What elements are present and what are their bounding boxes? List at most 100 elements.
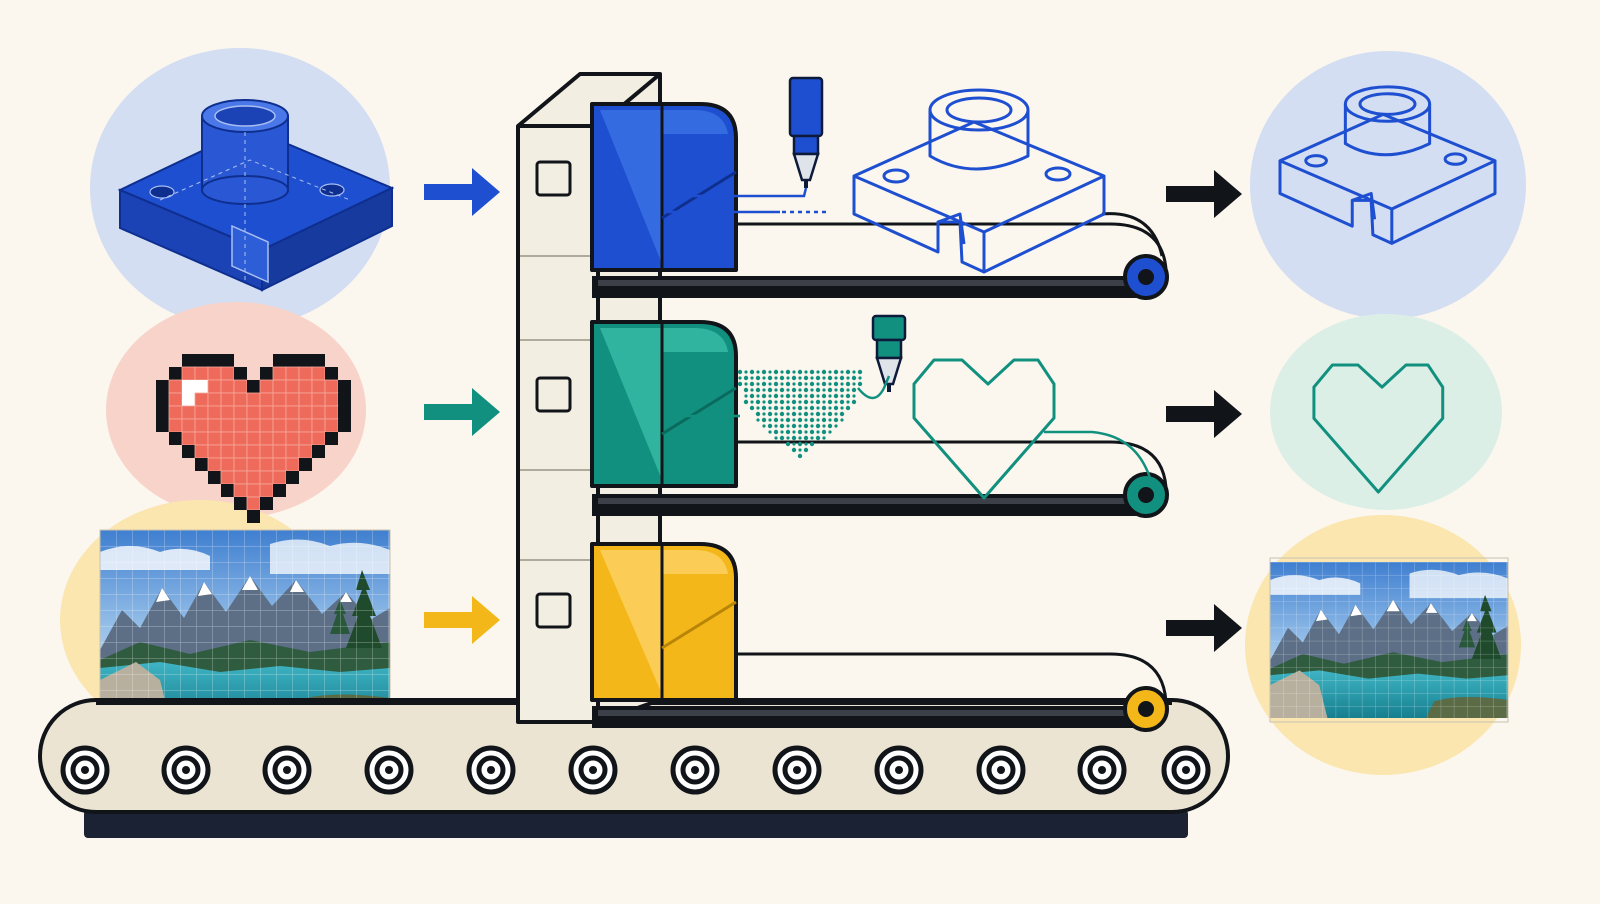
tower-window [535,592,572,629]
halftone-dot [809,405,815,411]
processing-head [590,320,738,488]
halftone-dot [797,453,803,459]
halftone-dot [816,406,820,410]
conveyor-roller-icon [161,745,211,795]
halftone-dot [851,375,857,381]
halftone-dot [809,429,815,435]
halftone-dot [737,369,743,375]
halftone-dot [779,387,785,393]
halftone-dot [827,387,833,393]
halftone-dot [755,411,761,417]
heart-pixel [246,457,261,472]
outline-heart-path [1312,363,1445,494]
lane-rail-highlight [598,710,1134,716]
heart-pixel [246,431,261,446]
halftone-dot [785,441,791,447]
conveyor-roller-icon [976,745,1026,795]
halftone-dot [845,381,851,387]
halftone-dot [756,382,760,386]
heart-pixel [338,419,351,432]
heart-pixel [338,406,351,419]
halftone-dot [785,405,791,411]
halftone-dot [792,370,796,374]
halftone-dot [791,411,797,417]
heart-pixel [272,444,287,459]
halftone-dot [816,370,820,374]
halftone-dot [827,399,833,405]
halftone-dot [840,394,844,398]
halftone-dot [744,382,748,386]
part-notch [231,224,269,284]
heart-pixel [194,392,209,407]
roller-hub [793,766,801,774]
halftone-dot [815,375,821,381]
halftone-dot [768,430,772,434]
heart-pixel [286,354,299,367]
heart-pixel [325,432,338,445]
halftone-dot [743,375,749,381]
heart-pixel [233,470,248,485]
heart-pixel [247,510,260,523]
part-boss-bore [214,105,276,127]
halftone-dot [833,381,839,387]
halftone-dot [821,417,827,423]
landscape-photo-output [1270,562,1508,718]
halftone-dot [809,441,815,447]
heart-pixel [194,366,209,381]
halftone-dot [834,388,838,392]
halftone-dot [744,370,748,374]
halftone-dot [815,399,821,405]
pen-tool-icon [871,314,907,392]
arrow-right-icon [1166,390,1242,438]
halftone-dot [839,411,845,417]
arrow-right-icon [1166,170,1242,218]
halftone-dot [810,400,814,404]
lane-landscape-photo [590,542,1169,732]
arrow-shaft [424,184,476,200]
heart-pixel [195,380,208,393]
halftone-dot [773,369,779,375]
heart-pixel [182,445,195,458]
outline-part-hole [882,168,910,184]
halftone-dot [840,406,844,410]
heart-pixel [324,405,339,420]
heart-pixel [298,418,313,433]
halftone-dot [803,435,809,441]
heart-pixel [273,354,286,367]
halftone-dot [834,400,838,404]
heart-pixel [311,379,326,394]
heart-pixel [207,444,222,459]
halftone-dot [851,387,857,393]
arrow-head [472,388,500,436]
halftone-dot [755,375,761,381]
output-halo-vector-3d-part [1250,51,1526,319]
halftone-dot [797,417,803,423]
heart-pixel [207,366,222,381]
halftone-dot [816,394,820,398]
heart-pixel [233,483,248,498]
halftone-dot [779,375,785,381]
halftone-dot [761,369,767,375]
outline-part-hole [1443,152,1468,166]
heart-pixel [311,392,326,407]
lane-pixel-heart [590,320,1169,518]
heart-pixel [194,431,209,446]
conveyor-roller-icon [670,745,720,795]
heart-pixel [233,392,248,407]
heart-pixel [285,457,300,472]
pen-tip [875,356,903,386]
heart-pixel [195,354,208,367]
halftone-dot [773,429,779,435]
heart-pixel [168,379,183,394]
halftone-dot [798,448,802,452]
outline-part-hole [1304,154,1328,168]
halftone-dot [804,430,808,434]
conveyor-belt [38,698,1230,838]
halftone-dot [803,375,809,381]
outline-part-hole [1044,166,1072,182]
halftone-dot [804,442,808,446]
halftone-dot [798,424,802,428]
roller-hub [385,766,393,774]
